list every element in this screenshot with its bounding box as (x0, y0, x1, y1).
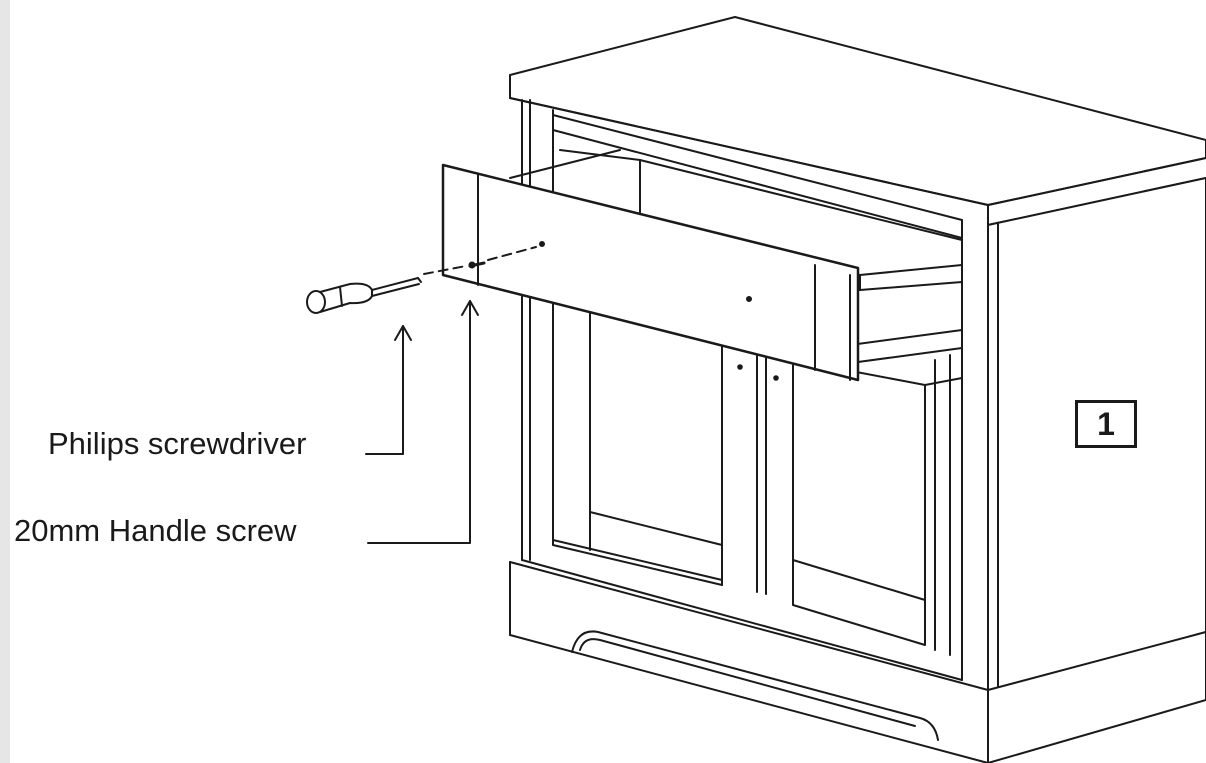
drawer-cavity (559, 149, 963, 363)
callout-screwdriver-label: Philips screwdriver (48, 426, 307, 461)
drawer (441, 149, 963, 382)
lower-door-right (792, 354, 963, 656)
lower-door-left (552, 297, 723, 586)
callout-arrow-screwdriver (365, 325, 412, 455)
step-number-badge: 1 (1075, 400, 1137, 448)
handle-screw (423, 246, 537, 275)
center-stile (721, 341, 794, 601)
page-gutter (0, 0, 10, 763)
screwdriver-icon (306, 277, 422, 314)
cabinet-front-frame (521, 99, 989, 693)
cabinet-plinth (509, 559, 1206, 763)
callout-screw-label: 20mm Handle screw (14, 513, 297, 548)
callout-arrow-screw (367, 300, 479, 544)
step-number: 1 (1097, 405, 1115, 442)
